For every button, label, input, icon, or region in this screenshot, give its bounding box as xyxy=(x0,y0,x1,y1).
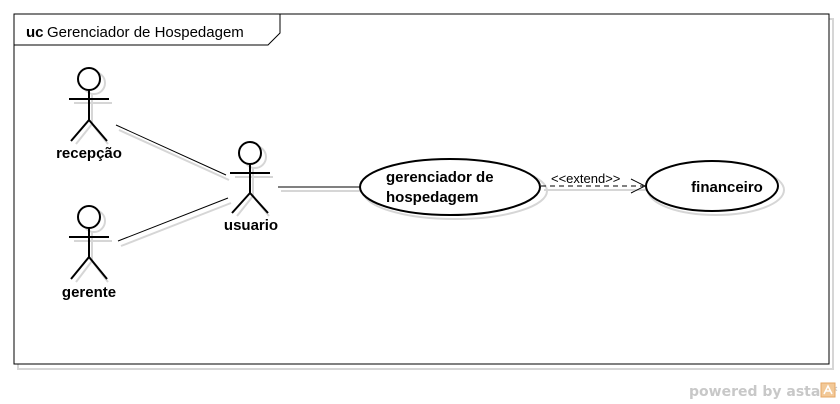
association-gerente-usuario xyxy=(117,197,229,242)
actor-label: usuario xyxy=(224,217,278,234)
actor-gerente[interactable]: gerente xyxy=(62,205,116,301)
stick-figure-icon xyxy=(69,205,109,280)
use-case-financeiro[interactable]: financeiro xyxy=(645,160,785,216)
use-case-gerenciador-hospedagem[interactable]: gerenciador de hospedagem xyxy=(359,158,548,220)
extend-stereotype-label: <<extend>> xyxy=(551,171,620,186)
association-recepcao-usuario xyxy=(115,124,227,176)
actor-label: gerente xyxy=(62,284,116,301)
use-case-label-line2: hospedagem xyxy=(386,189,479,206)
astah-logo-icon xyxy=(820,382,836,398)
use-case-label: financeiro xyxy=(691,179,763,196)
use-case-label-line1: gerenciador de xyxy=(386,169,494,186)
frame-keyword: uc xyxy=(26,24,44,41)
actor-label: recepção xyxy=(56,145,122,162)
actor-usuario[interactable]: usuario xyxy=(224,141,278,234)
frame-title-tab xyxy=(14,14,281,46)
powered-by-label: powered by astah* xyxy=(689,384,838,400)
associations xyxy=(115,124,362,247)
stick-figure-icon xyxy=(230,141,270,214)
frame-title: Gerenciador de Hospedagem xyxy=(47,24,244,41)
use-case-ellipse xyxy=(359,158,541,216)
stick-figure-icon xyxy=(69,67,109,142)
actor-recepcao[interactable]: recepção xyxy=(56,67,122,162)
use-case-ellipse xyxy=(645,160,779,212)
